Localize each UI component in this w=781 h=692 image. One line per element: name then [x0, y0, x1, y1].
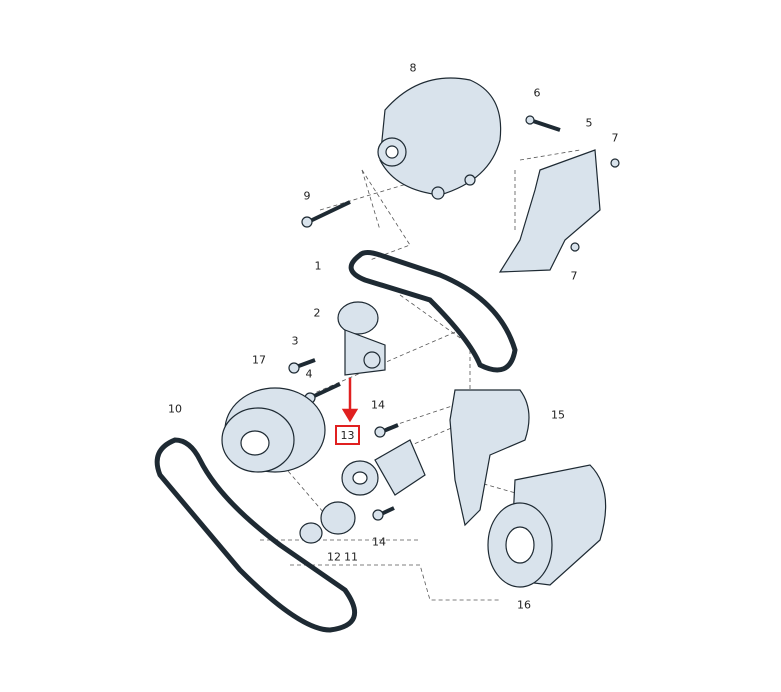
callout-14-top: 14: [371, 398, 385, 412]
callout-16: 16: [517, 598, 531, 612]
tensioner-2: [337, 301, 386, 376]
callout-12: 12: [327, 550, 341, 564]
callout-5: 5: [585, 116, 593, 130]
idler-pulley-11: [320, 501, 356, 535]
bolts: [288, 115, 620, 521]
callout-8: 8: [409, 61, 417, 75]
belt-10: [154, 437, 357, 633]
cap-12: [299, 522, 323, 544]
alternator: [377, 77, 502, 200]
bracket-15: [449, 389, 530, 527]
belt-1: [348, 250, 518, 373]
callout-7-bottom: 7: [570, 269, 578, 283]
callout-9: 9: [303, 189, 311, 203]
callout-3: 3: [291, 334, 299, 348]
bracket-5: [498, 149, 601, 273]
callout-6: 6: [533, 86, 541, 100]
callout-15: 15: [551, 408, 565, 422]
callout-1: 1: [314, 259, 322, 273]
callout-13-highlighted: 13: [335, 425, 360, 445]
callout-2: 2: [313, 306, 321, 320]
callout-4: 4: [305, 367, 313, 381]
tensioner-13: [341, 439, 426, 496]
vibration-damper-17: [221, 387, 326, 473]
highlight-arrow: [341, 378, 359, 423]
callout-14-bottom: 14: [372, 535, 386, 549]
callout-7-top: 7: [611, 131, 619, 145]
callout-17: 17: [252, 353, 266, 367]
callout-10: 10: [168, 402, 182, 416]
callout-11: 11: [344, 550, 358, 564]
compressor-16: [487, 464, 607, 588]
